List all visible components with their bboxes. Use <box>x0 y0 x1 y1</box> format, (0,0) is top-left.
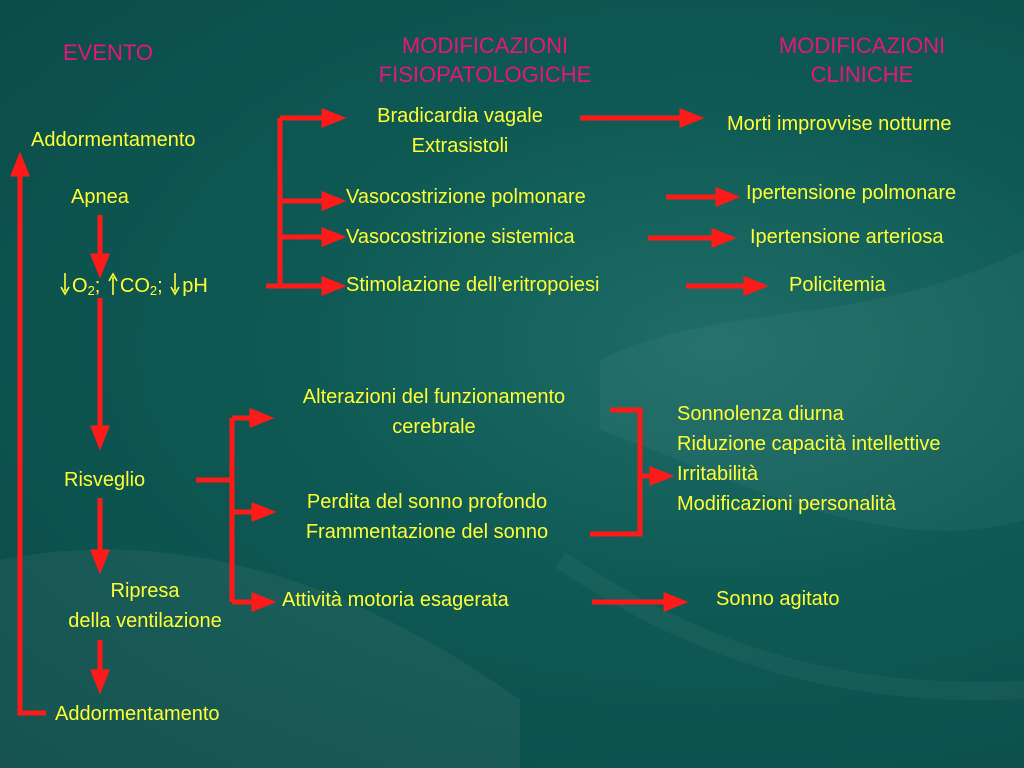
bracket-gases <box>266 118 292 289</box>
header-event: EVENTO <box>62 40 154 65</box>
header-clinic-line-1: MODIFICAZIONI <box>778 33 946 58</box>
up-arrow-icon <box>108 272 118 296</box>
clinic-daytime-effects: Sonnolenza diurna Riduzione capacità int… <box>677 399 941 519</box>
patho-motor-activity: Attività motoria esagerata <box>282 589 509 611</box>
resume-line-1: Ripresa <box>110 580 180 602</box>
patho-erythropoiesis: Stimolazione dell’eritropoiesi <box>346 274 600 296</box>
event-resume-ventilation: Ripresa della ventilazione <box>40 576 250 636</box>
bracket-arousal <box>196 418 235 602</box>
loop-arrow-back-to-sleep-onset <box>10 151 46 716</box>
brady-line-1: Bradicardia vagale <box>377 105 543 127</box>
event-blood-gases: O2; CO2; pH <box>58 271 208 306</box>
patho-cerebral-function: Alterazioni del funzionamento cerebrale <box>258 382 610 442</box>
co2-label: CO <box>119 275 150 297</box>
patho-systemic-vasoconstriction: Vasocostrizione sistemica <box>346 226 575 248</box>
separator-1: ; <box>94 275 101 297</box>
daytime-line-3: Irritabilità <box>677 463 759 485</box>
header-patho-line-2: FISIOPATOLOGICHE <box>378 62 592 87</box>
clinic-sudden-death: Morti improvvise notturne <box>727 113 952 135</box>
co2-subscript: 2 <box>149 283 158 298</box>
brady-line-2: Extrasistoli <box>411 135 509 157</box>
o2-label: O <box>72 275 88 297</box>
cerebral-line-2: cerebrale <box>392 416 476 438</box>
patho-deep-sleep-loss: Perdita del sonno profondo Frammentazion… <box>262 487 592 547</box>
patho-bradycardia: Bradicardia vagale Extrasistoli <box>340 101 580 161</box>
cerebral-line-1: Alterazioni del funzionamento <box>302 386 566 408</box>
separator-2: ; <box>157 275 163 297</box>
header-clinic-line-2: CLINICHE <box>810 62 914 87</box>
resume-line-2: della ventilazione <box>68 610 222 632</box>
clinic-restless-sleep: Sonno agitato <box>716 588 840 610</box>
down-arrow-icon <box>60 272 70 296</box>
clinic-polycythemia: Policitemia <box>789 274 886 296</box>
ph-label: pH <box>182 275 208 297</box>
header-patho-line-1: MODIFICAZIONI <box>401 33 569 58</box>
o2-subscript: 2 <box>87 283 95 298</box>
daytime-line-2: Riduzione capacità intellettive <box>677 433 941 455</box>
daytime-line-4: Modificazioni personalità <box>677 493 897 515</box>
down-arrow-icon <box>170 272 180 296</box>
header-clinical: MODIFICAZIONI CLINICHE <box>742 31 982 89</box>
clinic-pulmonary-hypertension: Ipertensione polmonare <box>746 182 957 204</box>
deep-sleep-line-1: Perdita del sonno profondo <box>306 491 548 513</box>
event-arousal: Risveglio <box>64 469 146 491</box>
deep-sleep-line-2: Frammentazione del sonno <box>305 521 549 543</box>
event-apnea: Apnea <box>71 186 129 208</box>
patho-pulmonary-vasoconstriction: Vasocostrizione polmonare <box>346 186 586 208</box>
event-sleep-onset: Addormentamento <box>31 129 196 151</box>
header-pathophysiological: MODIFICAZIONI FISIOPATOLOGICHE <box>340 31 630 89</box>
daytime-line-1: Sonnolenza diurna <box>677 403 844 425</box>
bracket-cerebral-deep <box>590 407 643 537</box>
event-sleep-onset-2: Addormentamento <box>55 703 220 725</box>
clinic-arterial-hypertension: Ipertensione arteriosa <box>750 226 944 248</box>
